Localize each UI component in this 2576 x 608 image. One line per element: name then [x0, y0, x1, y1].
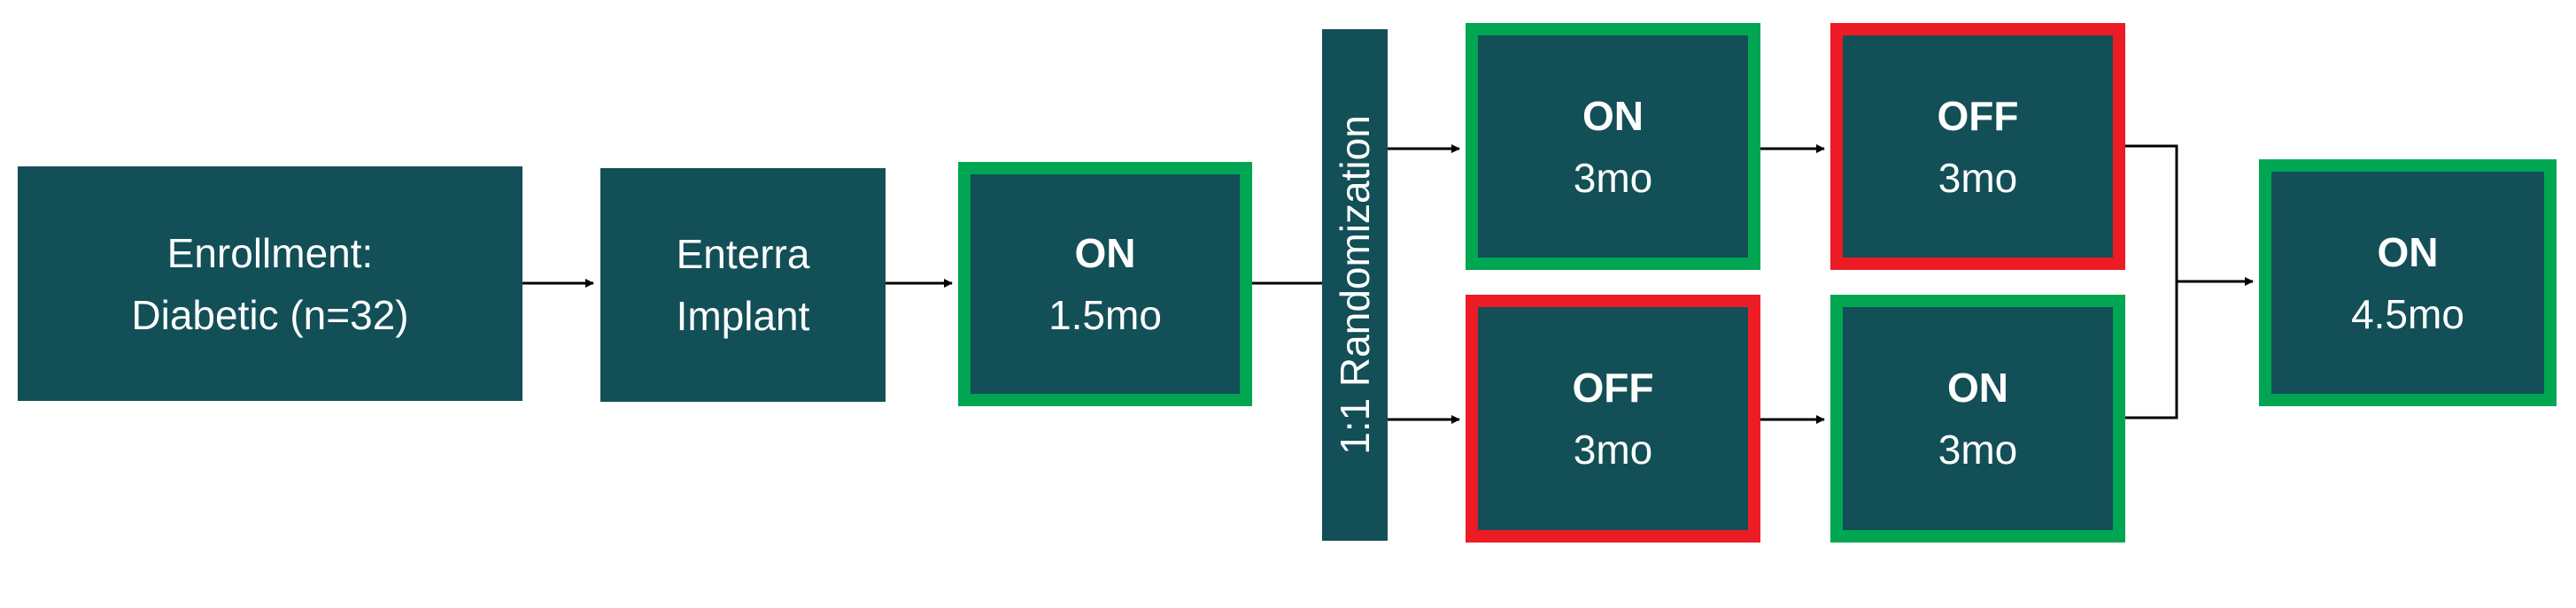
arm-a-period1-state: ON: [1582, 92, 1644, 139]
initial-on-state: ON: [1074, 230, 1136, 276]
final-on-duration: 4.5mo: [2351, 290, 2464, 337]
arm-a-period1-duration: 3mo: [1573, 154, 1653, 201]
enrollment-box: Enrollment: Diabetic (n=32): [18, 166, 522, 401]
arm-b-period1-state: OFF: [1572, 365, 1654, 411]
arm-b-period1-duration: 3mo: [1573, 427, 1653, 473]
initial-on-duration: 1.5mo: [1048, 292, 1162, 338]
merge-connector: [2125, 144, 2178, 419]
arm-b-period2-duration: 3mo: [1938, 427, 2018, 473]
arm-a-period2-duration: 3mo: [1938, 154, 2018, 201]
final-on-box: ON 4.5mo: [2259, 159, 2557, 406]
randomization-bar: 1:1 Randomization: [1322, 29, 1388, 541]
arm-a-period2-state: OFF: [1937, 92, 2019, 139]
implant-box: Enterra Implant: [600, 168, 886, 402]
implant-label-line1: Enterra: [676, 231, 810, 277]
enrollment-cohort-label: Diabetic (n=32): [131, 291, 409, 338]
enrollment-label: Enrollment:: [166, 229, 374, 276]
arm-b-period2-state: ON: [1947, 365, 2008, 411]
implant-label-line2: Implant: [676, 293, 810, 339]
final-on-state: ON: [2377, 228, 2439, 275]
arm-b-period2-box: ON 3mo: [1830, 295, 2125, 543]
randomization-label: 1:1 Randomization: [1332, 115, 1379, 455]
arm-a-period2-box: OFF 3mo: [1830, 23, 2125, 270]
initial-on-box: ON 1.5mo: [958, 162, 1252, 406]
arm-b-period1-box: OFF 3mo: [1466, 295, 1760, 543]
arm-a-period1-box: ON 3mo: [1466, 23, 1760, 270]
